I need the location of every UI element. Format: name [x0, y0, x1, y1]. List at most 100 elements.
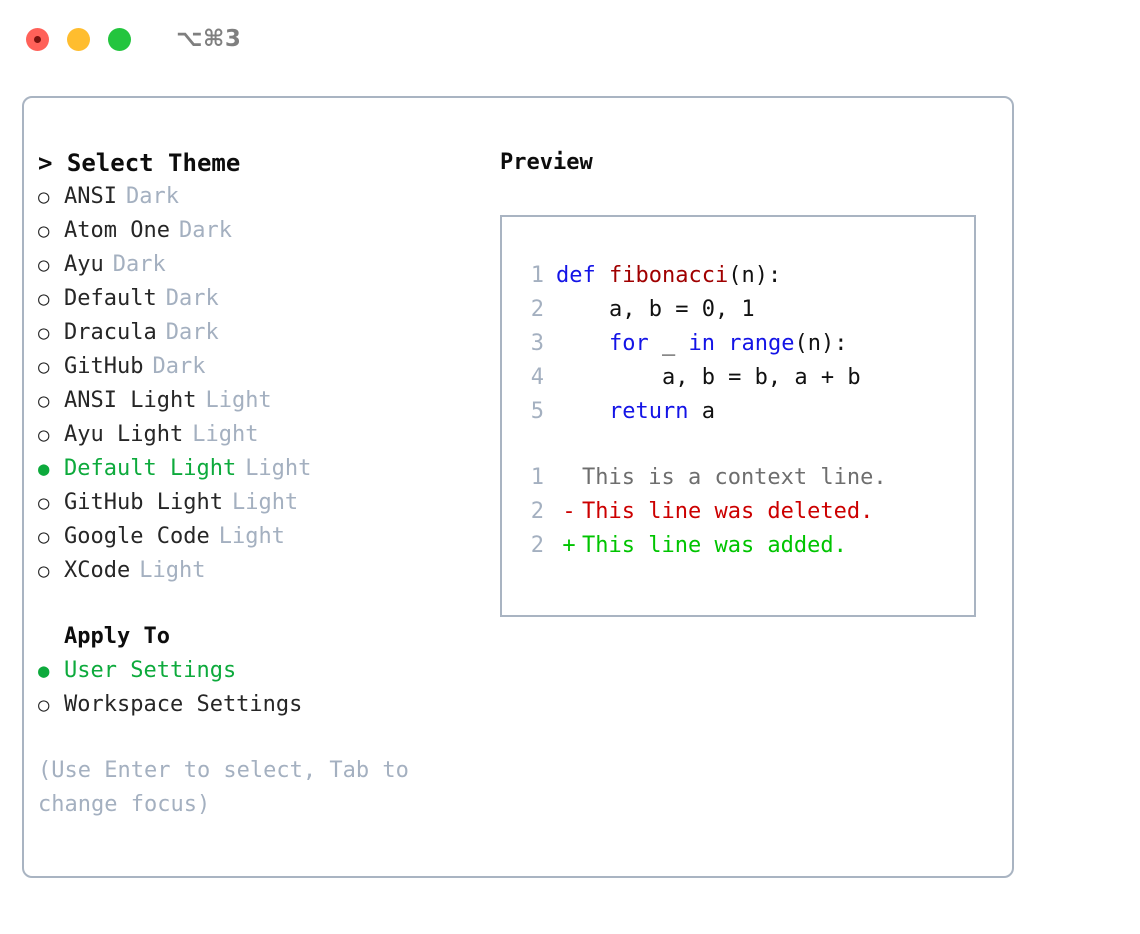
theme-item[interactable]: ○ Atom One Dark	[38, 214, 498, 248]
theme-item-kind: Light	[245, 456, 312, 481]
theme-item-kind: Dark	[152, 354, 206, 379]
code-line-number: 2	[530, 297, 544, 322]
theme-item-kind: Dark	[112, 252, 166, 277]
code-line-text: a, b = 0, 1	[556, 293, 755, 327]
select-theme-heading: > Select Theme	[38, 149, 241, 177]
window-title: ⌥⌘3	[176, 26, 242, 52]
apply-to-heading: Apply To	[64, 624, 170, 649]
diff-line-text: This line was deleted.	[582, 499, 874, 524]
diff-line: 2+This line was added.	[516, 529, 966, 563]
code-line-number: 4	[530, 365, 544, 390]
theme-item-label: GitHub Light	[64, 490, 223, 515]
code-line-text: a, b = b, a + b	[556, 361, 861, 395]
radio-unselected-icon: ○	[38, 186, 50, 208]
code-token: for	[608, 331, 649, 356]
close-button[interactable]	[26, 27, 49, 51]
theme-item-label: Atom One	[64, 218, 170, 243]
radio-unselected-icon: ○	[38, 322, 50, 344]
radio-unselected-icon: ○	[38, 424, 50, 446]
maximize-button[interactable]	[108, 27, 131, 51]
keyboard-hint: (Use Enter to select, Tab to change focu…	[38, 758, 423, 817]
diff-line: 2-This line was deleted.	[516, 495, 966, 529]
theme-item[interactable]: ○ GitHub Dark	[38, 350, 498, 384]
radio-selected-icon: ●	[38, 660, 50, 682]
diff-sign: +	[562, 533, 576, 558]
theme-item-label: ANSI Light	[64, 388, 197, 413]
window-controls	[26, 27, 131, 51]
theme-item-label: Default Light	[64, 456, 237, 481]
apply-to-list: ● User Settings ○ Workspace Settings	[38, 654, 498, 722]
diff-sign: -	[562, 499, 576, 524]
code-line-text: return a	[556, 395, 715, 429]
theme-item-label: Google Code	[64, 524, 210, 549]
code-token: a	[688, 399, 715, 424]
theme-item-kind: Dark	[178, 218, 232, 243]
radio-unselected-icon: ○	[38, 526, 50, 548]
code-line: 3 for _ in range(n):	[516, 327, 966, 361]
diff-line-text: This is a context line.	[582, 465, 887, 490]
theme-item[interactable]: ○ Google Code Light	[38, 520, 498, 554]
code-line-text: def fibonacci(n):	[556, 259, 781, 293]
theme-item-kind: Light	[192, 422, 259, 447]
code-token: _	[648, 331, 689, 356]
code-token: a, b = b, a + b	[556, 365, 861, 390]
code-line-number: 1	[530, 263, 544, 288]
diff-line-text: This line was added.	[582, 533, 847, 558]
theme-item-kind: Light	[218, 524, 285, 549]
code-token: (n):	[728, 263, 782, 288]
code-line: 5 return a	[516, 395, 966, 429]
diff-sample: 1 This is a context line. 2-This line was…	[516, 461, 966, 563]
code-line: 2 a, b = 0, 1	[516, 293, 966, 327]
theme-item[interactable]: ○ Default Dark	[38, 282, 498, 316]
minimize-button[interactable]	[67, 27, 90, 51]
theme-item-kind: Light	[231, 490, 299, 515]
theme-item[interactable]: ○ Ayu Light Light	[38, 418, 498, 452]
theme-item-kind: Dark	[165, 286, 219, 311]
radio-selected-icon: ●	[38, 458, 50, 480]
radio-unselected-icon: ○	[38, 694, 50, 716]
theme-item-label: Default	[64, 286, 157, 311]
apply-to-item-label: User Settings	[64, 658, 237, 683]
radio-unselected-icon: ○	[38, 220, 50, 242]
theme-item-kind: Light	[139, 558, 206, 583]
code-line-number: 3	[530, 331, 544, 356]
theme-item[interactable]: ○ XCode Light	[38, 554, 498, 588]
apply-to-item[interactable]: ● User Settings	[38, 654, 498, 688]
theme-item-kind: Light	[205, 388, 272, 413]
radio-unselected-icon: ○	[38, 560, 50, 582]
radio-unselected-icon: ○	[38, 390, 50, 412]
theme-item[interactable]: ○ ANSI Light Light	[38, 384, 498, 418]
apply-to-item[interactable]: ○ Workspace Settings	[38, 688, 498, 722]
theme-item[interactable]: ○ Ayu Dark	[38, 248, 498, 282]
code-token	[556, 331, 609, 356]
theme-item[interactable]: ○ ANSI Dark	[38, 180, 498, 214]
apply-to-item-label: Workspace Settings	[64, 692, 303, 717]
radio-unselected-icon: ○	[38, 356, 50, 378]
code-token: return	[608, 399, 689, 424]
diff-line-number: 2	[530, 499, 544, 524]
title-bar: ⌥⌘3	[0, 0, 1140, 78]
theme-item[interactable]: ● Default Light Light	[38, 452, 498, 486]
code-line: 1 def fibonacci(n):	[516, 259, 966, 293]
theme-item-kind: Dark	[125, 184, 179, 209]
code-line-number: 5	[530, 399, 544, 424]
code-token: fibonacci	[608, 263, 729, 288]
theme-item-label: Ayu	[64, 252, 104, 277]
diff-line-number: 1	[530, 465, 544, 490]
code-token	[556, 399, 609, 424]
theme-item-label: XCode	[64, 558, 131, 583]
radio-unselected-icon: ○	[38, 254, 50, 276]
code-token: a, b = 0, 1	[556, 297, 755, 322]
theme-item-label: GitHub	[64, 354, 144, 379]
code-token: def	[556, 263, 609, 288]
radio-unselected-icon: ○	[38, 288, 50, 310]
theme-item-label: ANSI	[64, 184, 117, 209]
theme-item-label: Ayu Light	[64, 422, 184, 447]
